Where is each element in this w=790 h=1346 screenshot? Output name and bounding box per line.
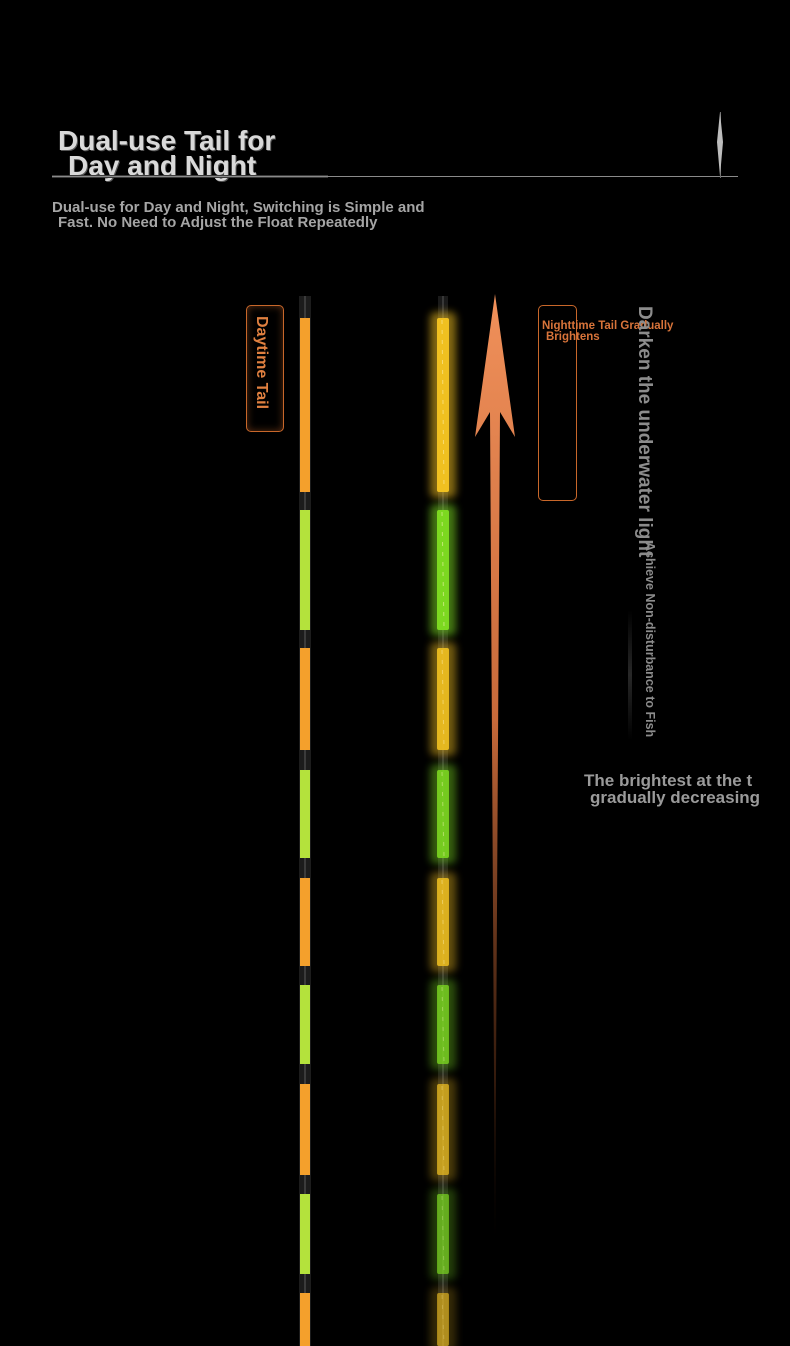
page-title: Dual-use Tail for Day and Night (58, 125, 388, 181)
subtitle: Dual-use for Day and Night, Switching is… (52, 200, 572, 230)
float-tip-icon (717, 112, 723, 176)
non-disturbance-label: Achieve Non-disturbance to Fish (643, 542, 657, 738)
daytime-segment-orange (300, 1293, 310, 1346)
nighttime-segment-green (437, 985, 449, 1064)
daytime-tail-label: Daytime Tail (253, 316, 270, 410)
nighttime-segment-green (437, 510, 449, 630)
title-line-2: Day and Night (68, 150, 257, 181)
daytime-segment-green (300, 770, 310, 858)
daytime-segment-orange (300, 878, 310, 966)
daytime-segment-orange (300, 1084, 310, 1175)
nighttime-segment-orange (437, 1293, 449, 1346)
nighttime-segment-orange (437, 1084, 449, 1175)
nighttime-tail-label: Nighttime Tail Gradually Brightens (542, 320, 722, 343)
nighttime-tail-box (538, 305, 577, 501)
daytime-tail-box (246, 305, 284, 432)
nighttime-segment-highlight (441, 771, 445, 857)
nighttime-segment-green (437, 770, 449, 858)
daytime-segment-green (300, 1194, 310, 1274)
daytime-segment-green (300, 510, 310, 630)
nighttime-label-line-2: Brightens (546, 331, 600, 343)
brightness-gradient-label: The brightest at the t gradually decreas… (584, 772, 790, 806)
darken-light-label: Darken the underwater light (634, 306, 655, 558)
nighttime-segment-highlight (441, 1085, 445, 1174)
title-divider (52, 176, 738, 177)
daytime-segment-orange (300, 648, 310, 750)
nighttime-segment-highlight (441, 879, 445, 965)
daytime-segment-green (300, 985, 310, 1064)
nighttime-segment-highlight (441, 649, 445, 749)
nighttime-segment-green (437, 1194, 449, 1274)
nighttime-label-line-1: Nighttime Tail Gradually (542, 320, 674, 332)
nighttime-segment-highlight (441, 1294, 445, 1345)
subtitle-line-1: Dual-use for Day and Night, Switching is… (52, 199, 425, 216)
nighttime-segment-orange (437, 648, 449, 750)
subtitle-line-2: Fast. No Need to Adjust the Float Repeat… (58, 214, 378, 231)
nighttime-segment-highlight (441, 319, 445, 491)
daytime-segment-orange (300, 318, 310, 492)
brightness-label-line-2: gradually decreasing (590, 788, 761, 807)
nighttime-segment-highlight (441, 1195, 445, 1273)
faint-streak (628, 610, 632, 740)
nighttime-segment-orange (437, 878, 449, 966)
title-line-1: Dual-use Tail for (58, 125, 276, 156)
nighttime-segment-orange (437, 318, 449, 492)
brightness-label-line-1: The brightest at the t (584, 771, 753, 790)
nighttime-segment-highlight (441, 986, 445, 1063)
